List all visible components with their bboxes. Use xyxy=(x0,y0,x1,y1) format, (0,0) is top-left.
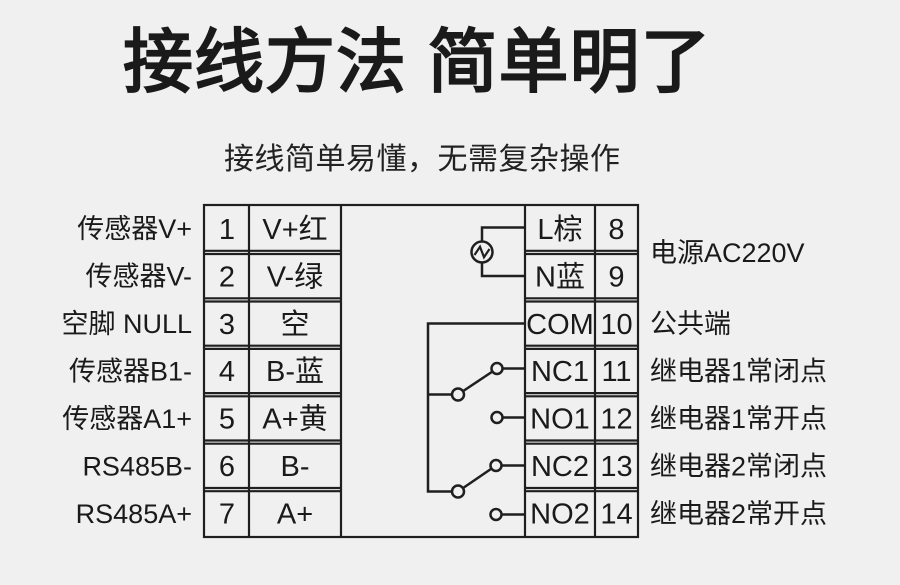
wire-name: V-绿 xyxy=(267,260,323,293)
terminal-number: 10 xyxy=(600,309,632,341)
left-terminal-cells: 1 2 3 4 5 6 7 V+红 V-绿 空 B-蓝 A+黄 B- A+ xyxy=(219,213,328,531)
left-terminal-label: 传感器V+ xyxy=(77,214,192,244)
wire-name: B-蓝 xyxy=(266,355,324,388)
relay2-switch-arm xyxy=(457,464,497,493)
ac-wave-icon xyxy=(473,244,491,260)
relay2-pivot-contact xyxy=(450,484,466,499)
wire-name: NC1 xyxy=(531,356,589,388)
wire-name: 空 xyxy=(280,308,309,341)
wire-name: NO2 xyxy=(530,498,590,530)
wire-name: N蓝 xyxy=(535,260,585,293)
terminal-grid xyxy=(202,203,640,539)
row-separators-right xyxy=(525,249,638,493)
nc1-contact xyxy=(490,361,504,376)
function-label-relay1-nc: 继电器1常闭点 xyxy=(650,356,827,386)
terminal-number: 2 xyxy=(219,261,235,293)
diagram-frame xyxy=(202,203,640,539)
column-dividers xyxy=(247,205,597,537)
terminal-number: 9 xyxy=(608,261,624,293)
relay1-pivot-contact xyxy=(450,387,466,402)
power-wires xyxy=(480,226,525,278)
terminal-number: 4 xyxy=(219,356,235,388)
terminal-number: 14 xyxy=(600,498,632,530)
relay-circuit xyxy=(426,322,525,522)
wire-name: A+ xyxy=(277,498,313,530)
terminal-number: 3 xyxy=(219,309,235,341)
function-label-relay2-no: 继电器2常开点 xyxy=(650,499,827,529)
left-terminal-label: 传感器A1+ xyxy=(62,404,192,434)
wire-name: V+红 xyxy=(262,213,327,246)
no2-contact xyxy=(489,507,503,522)
right-terminal-cells: L棕 N蓝 COM NC1 NO1 NC2 NO2 8 9 10 11 12 1… xyxy=(526,213,632,531)
function-annotations: 电源AC220V 公共端 继电器1常闭点 继电器1常开点 继电器2常闭点 继电器… xyxy=(650,238,827,529)
relay1-switch-arm xyxy=(457,367,498,396)
left-terminal-label: RS485B- xyxy=(82,451,192,481)
page-title: 接线方法 简单明了 xyxy=(123,23,712,101)
page-subtitle: 接线简单易懂，无需复杂操作 xyxy=(224,143,621,176)
function-label-relay1-no: 继电器1常开点 xyxy=(650,404,827,434)
wire-name: COM xyxy=(526,309,594,341)
wire-name: NO1 xyxy=(530,404,590,436)
left-terminal-labels: 传感器V+ 传感器V- 空脚 NULL 传感器B1- 传感器A1+ RS485B… xyxy=(61,214,192,529)
terminal-number: 12 xyxy=(600,404,632,436)
row-separators-left xyxy=(204,249,341,493)
function-label-relay2-nc: 继电器2常闭点 xyxy=(650,451,827,481)
terminal-number: 7 xyxy=(219,498,235,530)
left-terminal-label: RS485A+ xyxy=(76,499,192,529)
function-label-common: 公共端 xyxy=(650,309,731,339)
no1-contact xyxy=(490,410,504,425)
wire-name: L棕 xyxy=(537,213,582,246)
terminal-number: 1 xyxy=(219,214,235,246)
wire-name: A+黄 xyxy=(262,403,327,436)
ac-power-circuit xyxy=(470,226,525,278)
left-terminal-label: 传感器B1- xyxy=(69,356,192,386)
function-label-power: 电源AC220V xyxy=(650,238,805,268)
nc2-contact xyxy=(489,458,503,473)
terminal-number: 8 xyxy=(608,214,624,246)
terminal-number: 6 xyxy=(219,451,235,483)
left-terminal-label: 传感器V- xyxy=(85,262,192,292)
wire-name: B- xyxy=(281,451,310,483)
terminal-number: 13 xyxy=(600,451,632,483)
wire-name: NC2 xyxy=(531,451,589,483)
terminal-number: 11 xyxy=(601,356,631,388)
terminal-number: 5 xyxy=(219,404,235,436)
left-terminal-label: 空脚 NULL xyxy=(61,309,192,339)
contact-stub-wires xyxy=(496,367,525,516)
